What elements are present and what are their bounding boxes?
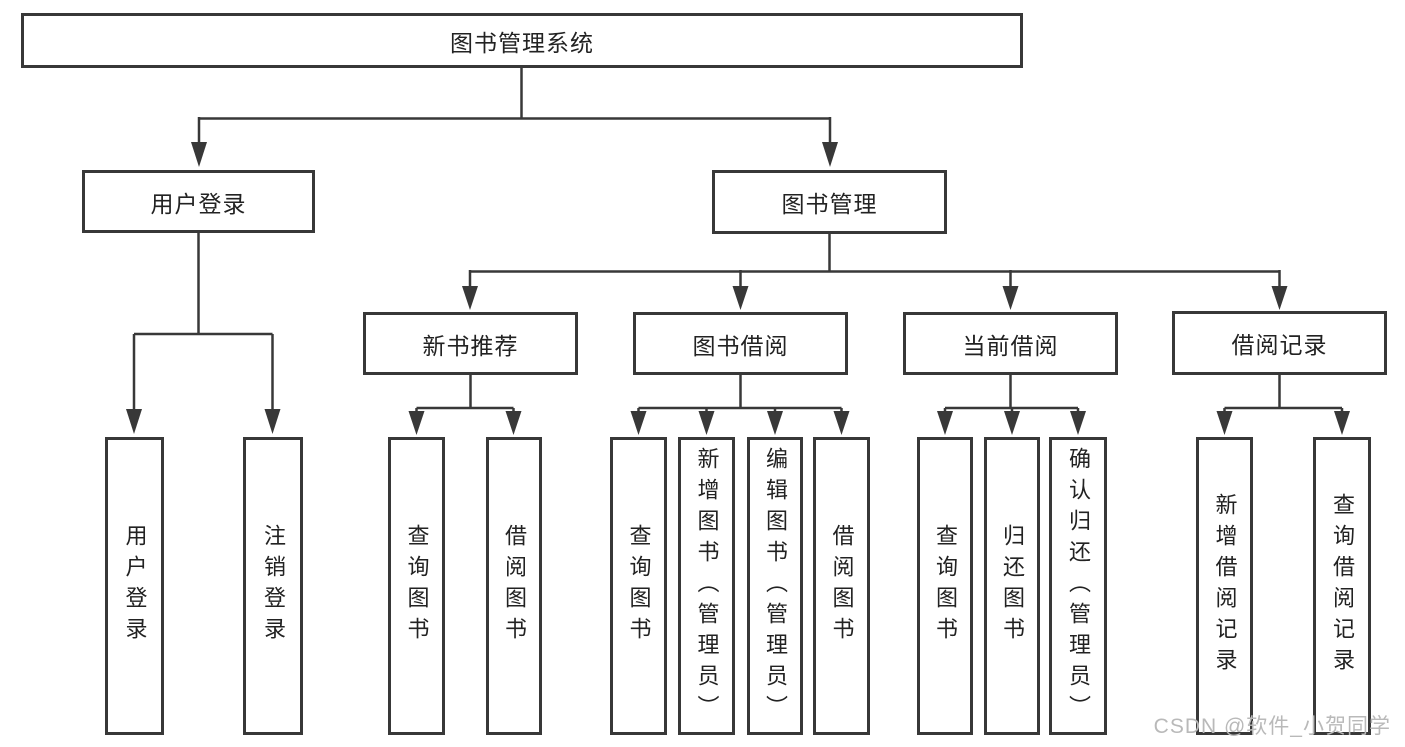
leaf-borrow-search-books: 查询图书 <box>610 437 667 735</box>
node-book-management: 图书管理 <box>712 170 947 234</box>
node-current-borrow: 当前借阅 <box>903 312 1118 375</box>
connector-root <box>191 68 838 167</box>
leaf-borrow-books: 借阅图书 <box>813 437 870 735</box>
leaf-label: 借阅图书 <box>829 524 855 648</box>
leaf-current-search-books: 查询图书 <box>917 437 973 735</box>
leaf-edit-books-admin: 编辑图书（管理员） <box>747 437 803 735</box>
connector-current-borrow <box>937 375 1086 435</box>
leaf-search-borrow-record: 查询借阅记录 <box>1313 437 1371 735</box>
leaf-label: 查询图书 <box>933 524 958 648</box>
csdn-watermark: CSDN @软件_小贺同学 <box>1153 715 1391 738</box>
node-new-book-recommend: 新书推荐 <box>363 312 578 375</box>
connector-user-login <box>126 233 281 434</box>
leaf-label: 新增图书（管理员） <box>694 446 720 726</box>
leaf-recommend-search-books: 查询图书 <box>388 437 445 735</box>
leaf-user-login: 用户登录 <box>105 437 164 735</box>
node-user-login: 用户登录 <box>82 170 315 233</box>
leaf-label: 新增借阅记录 <box>1212 493 1238 679</box>
node-book-borrow: 图书借阅 <box>633 312 848 375</box>
leaf-label: 归还图书 <box>1000 524 1025 648</box>
connector-book-borrow <box>630 375 850 435</box>
leaf-recommend-borrow-books: 借阅图书 <box>486 437 542 735</box>
node-root: 图书管理系统 <box>21 13 1023 68</box>
connector-book-management <box>462 234 1288 310</box>
leaf-label: 用户登录 <box>122 524 148 648</box>
leaf-label: 查询图书 <box>404 524 430 648</box>
leaf-label: 查询图书 <box>626 524 652 648</box>
leaf-label: 编辑图书（管理员） <box>763 446 788 726</box>
leaf-logout: 注销登录 <box>243 437 303 735</box>
leaf-return-books: 归还图书 <box>984 437 1040 735</box>
leaf-add-borrow-record: 新增借阅记录 <box>1196 437 1253 735</box>
leaf-confirm-return-admin: 确认归还（管理员） <box>1049 437 1107 735</box>
connector-borrow-records <box>1216 375 1350 435</box>
leaf-label: 借阅图书 <box>502 524 527 648</box>
leaf-label: 确认归还（管理员） <box>1066 446 1091 726</box>
connector-new-book-recommend <box>408 375 522 435</box>
node-borrow-records: 借阅记录 <box>1172 311 1387 375</box>
leaf-label: 注销登录 <box>261 524 286 648</box>
leaf-add-books-admin: 新增图书（管理员） <box>678 437 735 735</box>
leaf-label: 查询借阅记录 <box>1330 493 1355 679</box>
